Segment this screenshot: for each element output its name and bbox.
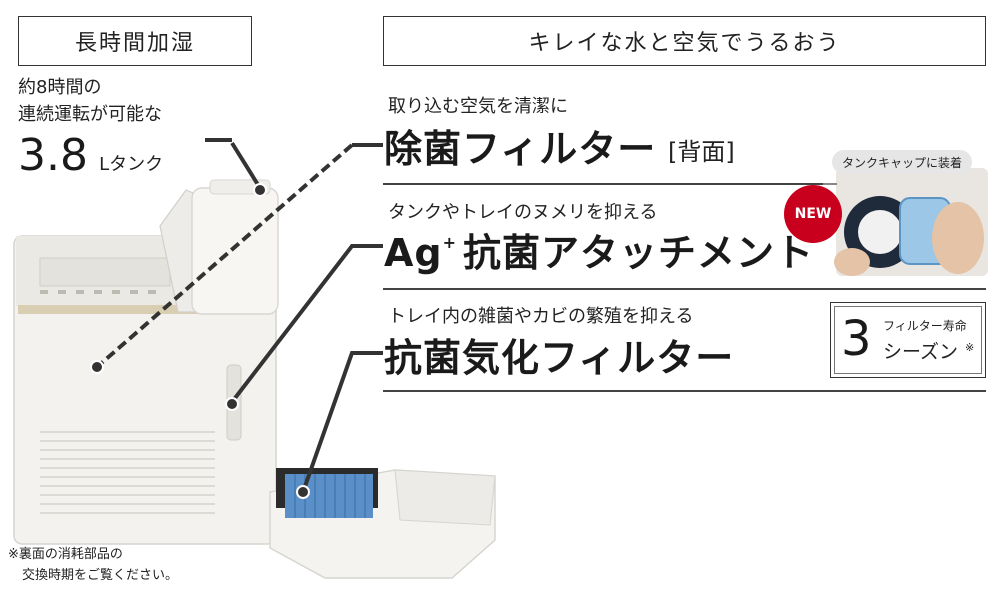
- water-tray: [269, 468, 496, 579]
- runtime-line2: 連続運転が可能な: [18, 104, 162, 125]
- feature3-title: 抗菌気化フィルター: [384, 336, 735, 380]
- water-tank: [159, 179, 279, 315]
- tank-cap-photo: [834, 168, 988, 276]
- clean-water-header-text: キレイな水と空気でうるおう: [528, 31, 841, 56]
- filter-life-number: 3: [841, 311, 872, 367]
- feature1-note: [背面]: [668, 138, 735, 166]
- filter-life-box-inner: [834, 306, 982, 374]
- filter-life-label: フィルター寿命: [883, 319, 967, 333]
- pointer-lines: [95, 141, 383, 493]
- tank-unit: Lタンク: [99, 154, 164, 175]
- feature2-title-ag: Ag: [384, 231, 443, 275]
- footnote-line2: 交換時期をご覧ください。: [22, 568, 179, 583]
- control-buttons: [40, 290, 156, 294]
- runtime-line1: 約8時間の: [18, 77, 102, 98]
- tank-value: 3.8: [18, 130, 88, 181]
- feature1-title: 除菌フィルター: [384, 127, 657, 171]
- filter-life-box: 3 フィルター寿命 シーズン ※: [830, 302, 986, 378]
- feature2-divider: [383, 288, 986, 290]
- footnote-line1: ※裏面の消耗部品の: [8, 547, 123, 562]
- feature3-divider: [383, 390, 986, 392]
- feature2-title-rest: 抗菌アタッチメント: [463, 231, 815, 275]
- feature2-title: Ag+ 抗菌アタッチメント: [384, 222, 814, 277]
- front-grille: [40, 431, 215, 514]
- tank-cap-label: タンクキャップに装着: [832, 150, 972, 174]
- filter-life-seasons: シーズン: [883, 341, 959, 363]
- feature3-lead: トレイ内の雑菌やカビの繁殖を抑える: [388, 306, 694, 327]
- feature1-divider: [383, 183, 823, 185]
- feature2-lead: タンクやトレイのヌメリを抑える: [388, 202, 658, 223]
- pointer-dots: [90, 183, 310, 499]
- feature1-divider-tail: [823, 183, 837, 185]
- new-badge: NEW: [784, 185, 842, 243]
- long-humidify-header-text: 長時間加湿: [74, 31, 195, 56]
- tank-capacity: 3.8 Lタンク: [18, 130, 163, 181]
- feature2-title-plus: +: [442, 233, 458, 252]
- feature1-lead: 取り込む空気を清潔に: [388, 96, 568, 117]
- clean-water-header: キレイな水と空気でうるおう: [383, 16, 986, 66]
- long-humidify-header: 長時間加湿: [18, 16, 252, 66]
- filter-life-mark: ※: [965, 341, 975, 354]
